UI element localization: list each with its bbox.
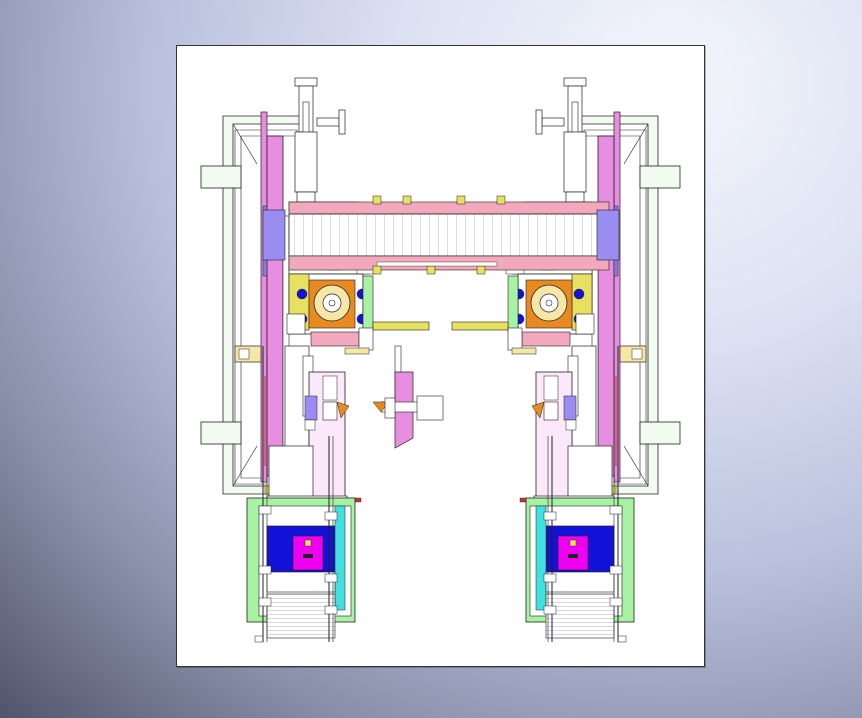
machine-drawing bbox=[200, 77, 681, 643]
side-clamp bbox=[234, 313, 306, 363]
top-cylinder bbox=[294, 77, 346, 203]
outer-frame bbox=[200, 115, 306, 495]
lower-body bbox=[266, 345, 362, 513]
center-bracket bbox=[372, 345, 444, 449]
right-assembly bbox=[451, 77, 681, 643]
gearbox bbox=[288, 273, 430, 355]
center-conveyor bbox=[262, 195, 620, 275]
vertical-rails bbox=[258, 346, 338, 642]
drawing-sheet bbox=[176, 45, 705, 667]
